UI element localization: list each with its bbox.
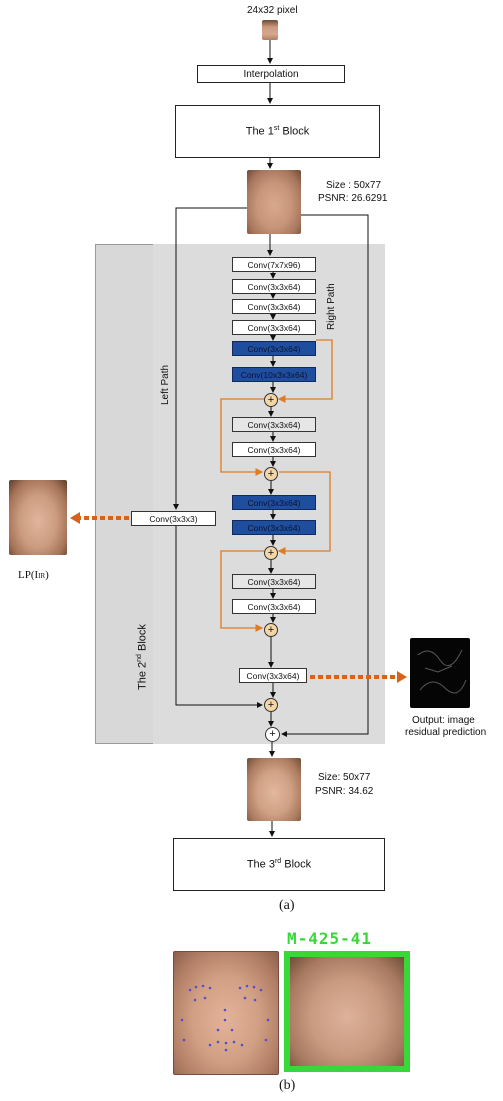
conv-blue-a: Conv(3x3x64) [232, 341, 316, 356]
conv-7x7x96: Conv(7x7x96) [232, 257, 316, 272]
lp-face-image [9, 480, 67, 555]
input-size-label: 24x32 pixel [247, 5, 298, 16]
landmark-face-image [173, 951, 279, 1075]
sum-node-3: + [264, 546, 278, 560]
output2-size: Size: 50x77 [318, 772, 371, 783]
id-label: M-425-41 [287, 929, 373, 948]
conv-3x3x64-b: Conv(3x3x64) [232, 299, 316, 314]
conv-3x3x64-e: Conv(3x3x64) [232, 442, 316, 457]
conv-3x3x64-g: Conv(3x3x64) [232, 599, 316, 614]
block1-box: The 1st Block [175, 105, 380, 158]
conv-blue-c: Conv(3x3x64) [232, 520, 316, 535]
sum-node-final: + [265, 727, 280, 742]
residual-image [410, 638, 470, 708]
block1-label: The 1st Block [245, 125, 310, 138]
sum-node-5: + [264, 698, 278, 712]
output1-size: Size : 50x77 [326, 180, 382, 191]
detected-face-box [284, 951, 410, 1072]
sum-node-2: + [264, 467, 278, 481]
residual-label-line1: Output: image [412, 715, 475, 726]
svg-text:.: . [270, 649, 272, 658]
output2-psnr: PSNR: 34.62 [315, 786, 374, 797]
conv-blue-10x: Conv(10x3x3x64) [232, 367, 316, 382]
left-conv-3x3x3: Conv(3x3x3) [131, 511, 216, 526]
lp-label: LP(IIR) [18, 569, 49, 581]
conv-3x3x64-c: Conv(3x3x64) [232, 320, 316, 335]
caption-b: (b) [279, 1078, 296, 1093]
interpolation-label: Interpolation [243, 68, 299, 80]
conv-blue-b: Conv(3x3x64) [232, 495, 316, 510]
conv-3x3x64-f: Conv(3x3x64) [232, 574, 316, 589]
output1-face-image [247, 170, 301, 234]
output2-face-image [247, 758, 301, 821]
caption-a: (a) [279, 898, 295, 913]
block3-label: The 3rd Block [246, 858, 312, 871]
final-conv: Conv(3x3x64) [239, 668, 307, 683]
sum-node-1: + [264, 393, 278, 407]
output1-psnr: PSNR: 26.6291 [318, 193, 388, 204]
sum-node-4: + [264, 623, 278, 637]
input-face-image [262, 20, 278, 40]
residual-label-line2: residual prediction [405, 727, 487, 738]
block3-box: The 3rd Block [173, 838, 385, 891]
svg-text:.: . [270, 643, 272, 652]
conv-3x3x64-d: Conv(3x3x64) [232, 417, 316, 432]
interpolation-box: Interpolation [197, 65, 345, 83]
